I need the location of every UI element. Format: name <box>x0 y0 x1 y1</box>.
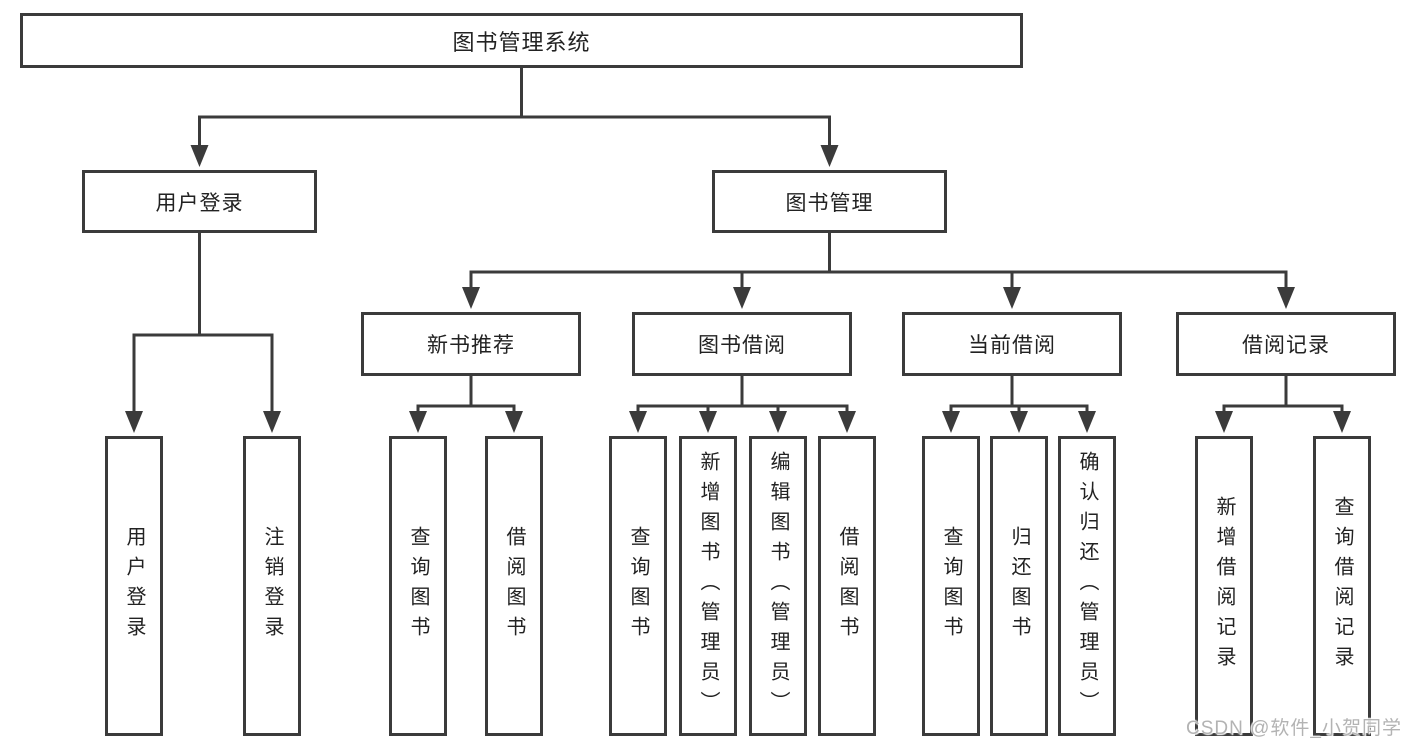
leaf-current-confirm-return-admin-label: 确认归还（管理员） <box>1076 451 1098 721</box>
leaf-logout-label: 注销登录 <box>261 526 283 646</box>
leaf-current-query-books-label: 查询图书 <box>940 526 962 646</box>
csdn-watermark: CSDN @软件_小贺同学 <box>1186 718 1402 739</box>
connector-book-borrowing-to-leaves <box>629 376 856 433</box>
leaf-records-query-record: 查询借阅记录 <box>1313 436 1371 736</box>
leaf-newbooks-query-books: 查询图书 <box>389 436 447 736</box>
node-library-management-system: 图书管理系统 <box>20 13 1023 68</box>
node-book-borrowing: 图书借阅 <box>632 312 852 376</box>
node-borrowing-records: 借阅记录 <box>1176 312 1396 376</box>
node-book-borrowing-label: 图书借阅 <box>698 334 786 357</box>
node-borrowing-records-label: 借阅记录 <box>1242 334 1330 357</box>
node-book-management: 图书管理 <box>712 170 947 233</box>
leaf-user-login-label: 用户登录 <box>123 526 145 646</box>
leaf-borrowing-query-books-label: 查询图书 <box>627 526 649 646</box>
leaf-borrowing-borrow-books: 借阅图书 <box>818 436 876 736</box>
connector-new-book-recommend-to-leaves <box>409 376 523 433</box>
leaf-borrowing-edit-books-admin: 编辑图书（管理员） <box>749 436 807 736</box>
leaf-records-query-record-label: 查询借阅记录 <box>1331 496 1353 676</box>
node-new-book-recommend-label: 新书推荐 <box>427 334 515 357</box>
leaf-logout: 注销登录 <box>243 436 301 736</box>
leaf-borrowing-borrow-books-label: 借阅图书 <box>836 526 858 646</box>
connector-current-borrowing-to-leaves <box>942 376 1096 433</box>
leaf-current-return-books-label: 归还图书 <box>1008 526 1030 646</box>
leaf-borrowing-edit-books-admin-label: 编辑图书（管理员） <box>767 451 789 721</box>
leaf-current-query-books: 查询图书 <box>922 436 980 736</box>
node-current-borrowing-label: 当前借阅 <box>968 334 1056 357</box>
leaf-borrowing-query-books: 查询图书 <box>609 436 667 736</box>
connector-borrowing-records-to-leaves <box>1215 376 1351 433</box>
leaf-newbooks-borrow-books: 借阅图书 <box>485 436 543 736</box>
leaf-newbooks-query-books-label: 查询图书 <box>407 526 429 646</box>
node-user-login: 用户登录 <box>82 170 317 233</box>
node-new-book-recommend: 新书推荐 <box>361 312 581 376</box>
leaf-current-confirm-return-admin: 确认归还（管理员） <box>1058 436 1116 736</box>
leaf-records-add-record: 新增借阅记录 <box>1195 436 1253 736</box>
leaf-newbooks-borrow-books-label: 借阅图书 <box>503 526 525 646</box>
connector-root-to-level2 <box>190 68 839 167</box>
leaf-borrowing-add-books-admin: 新增图书（管理员） <box>679 436 737 736</box>
leaf-user-login: 用户登录 <box>105 436 163 736</box>
connector-user-login-to-leaves <box>125 233 281 433</box>
leaf-current-return-books: 归还图书 <box>990 436 1048 736</box>
node-library-management-system-label: 图书管理系统 <box>452 29 591 55</box>
leaf-borrowing-add-books-admin-label: 新增图书（管理员） <box>697 451 719 721</box>
connector-book-management-to-sections <box>462 233 1295 309</box>
node-user-login-label: 用户登录 <box>155 191 244 215</box>
leaf-records-add-record-label: 新增借阅记录 <box>1213 496 1235 676</box>
node-current-borrowing: 当前借阅 <box>902 312 1122 376</box>
node-book-management-label: 图书管理 <box>785 191 874 215</box>
